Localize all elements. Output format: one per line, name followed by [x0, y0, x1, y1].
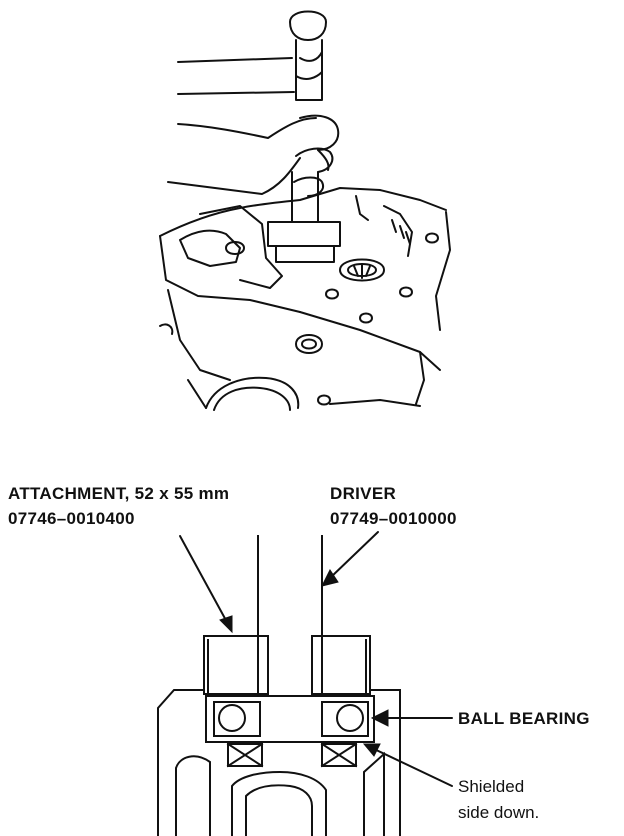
shielded-arrow	[371, 747, 453, 787]
hammer-head	[289, 10, 327, 41]
hammer-neck	[295, 39, 323, 101]
driver-shaft	[291, 171, 319, 223]
arm-outline	[177, 57, 293, 63]
ball-bearing-label: BALL BEARING	[458, 709, 590, 728]
driver-rod	[257, 535, 323, 693]
driver-name-label: DRIVER	[330, 484, 397, 503]
attachment-body	[203, 635, 269, 695]
attachment-name-label: ATTACHMENT, 52 x 55 mm	[8, 484, 230, 503]
shielded-label-line2: side down.	[458, 803, 540, 822]
shielded-label-line1: Shielded	[458, 777, 525, 796]
driver-arrow	[329, 531, 379, 579]
case-housing	[157, 689, 205, 836]
transmission-case	[159, 187, 447, 237]
attachment-part-number: 07746–0010400	[8, 509, 135, 528]
ball-bearing-section	[205, 695, 375, 743]
driver-part-number: 07749–0010000	[330, 509, 457, 528]
case-bore	[339, 258, 385, 282]
attachment-arrow	[179, 535, 229, 625]
hand-fingers	[299, 114, 340, 151]
lower-opening	[205, 376, 300, 409]
